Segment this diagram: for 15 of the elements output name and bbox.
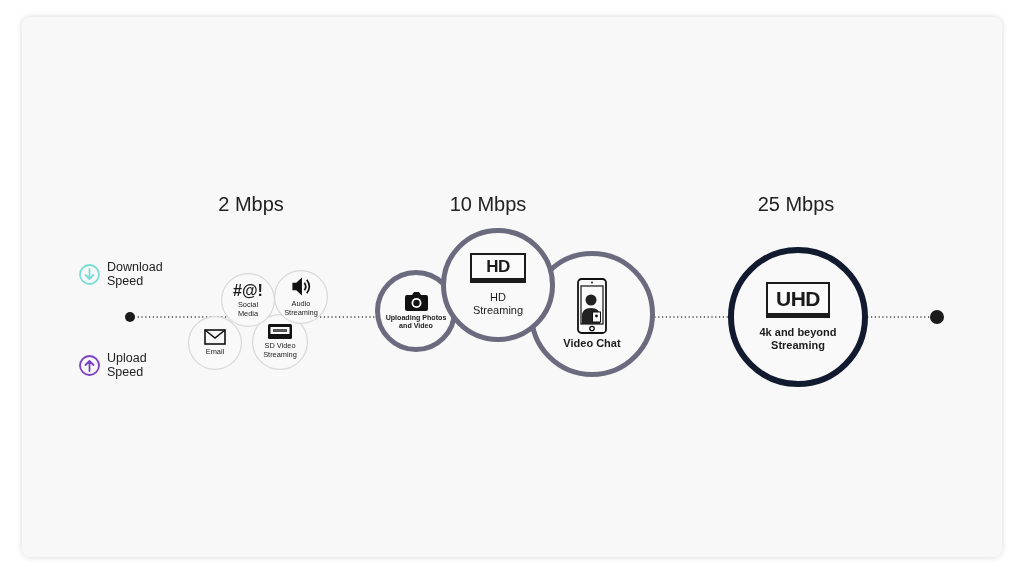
resolution-text: UHD (776, 288, 820, 310)
use-case-label: HD Streaming (471, 291, 525, 317)
audio-streaming-circle (274, 270, 328, 324)
legend-label: Upload Speed (107, 351, 148, 379)
use-case-label: Video Chat (563, 337, 621, 350)
speed-tier-heading: 25 Mbps (757, 193, 835, 216)
uhd-streaming-circle (728, 247, 868, 387)
video-chat-circle (529, 251, 655, 377)
speed-tier-heading: 2 Mbps (218, 193, 284, 216)
speed-tier-heading: 10 Mbps (449, 193, 527, 216)
symbols-text: #@! (233, 281, 263, 301)
email-circle (188, 316, 242, 370)
resolution-text: HD (486, 258, 510, 276)
legend-label: Download Speed (107, 260, 164, 288)
use-case-label: 4k and beyond Streaming (758, 326, 838, 352)
